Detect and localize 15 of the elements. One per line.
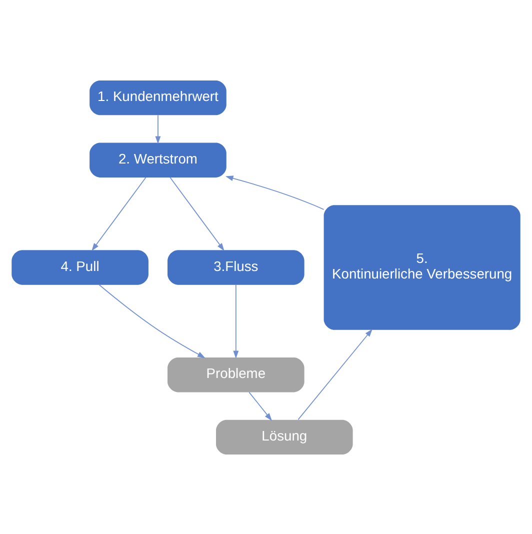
arrow <box>248 391 272 420</box>
arrow <box>92 176 146 250</box>
node-box: 4. Pull <box>12 250 148 284</box>
node-box: 5. Kontinuierliche Verbesserung <box>324 204 520 330</box>
arrow <box>155 114 161 144</box>
node-box: 2. Wertstrom <box>90 142 226 177</box>
node-box: 3.Fluss <box>168 250 304 284</box>
node-box: Probleme <box>168 357 304 392</box>
arrow <box>233 284 239 358</box>
arrow <box>170 176 224 250</box>
node-box: Lösung <box>216 419 353 454</box>
node-box: 1. Kundenmehrwert <box>90 80 226 115</box>
arrow <box>298 328 372 420</box>
arrow <box>225 175 324 210</box>
arrow <box>98 284 206 358</box>
